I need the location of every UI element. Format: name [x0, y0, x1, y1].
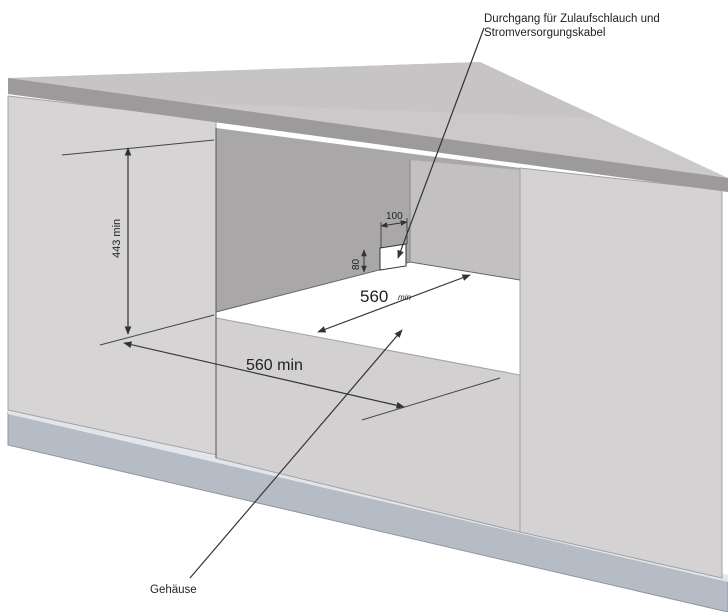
right-cabinet: [519, 167, 723, 579]
countertop-top-light: [8, 62, 600, 118]
passage-leader-line: [397, 27, 485, 259]
passage-label-line1: Durchgang für Zulaufschlauch und: [484, 13, 660, 25]
depth-dim-line: [317, 274, 471, 333]
countertop-edge: [8, 78, 728, 192]
width-dim-line: [123, 341, 405, 409]
depth-label-unit: min: [398, 293, 411, 302]
opening-height-label: 80: [351, 258, 362, 270]
recess-back-wall-light: [410, 160, 520, 280]
passage-label-line2: Stromversorgungskabel: [484, 27, 605, 39]
width-label: 560 min: [246, 357, 303, 374]
housing-leader-line: [189, 329, 403, 579]
height-label: 443 min: [111, 219, 123, 258]
opening-width-label: 100: [386, 211, 403, 222]
housing-label: Gehäuse: [150, 584, 197, 596]
depth-label-value: 560: [360, 287, 388, 306]
opening-width-dim: [380, 220, 408, 228]
